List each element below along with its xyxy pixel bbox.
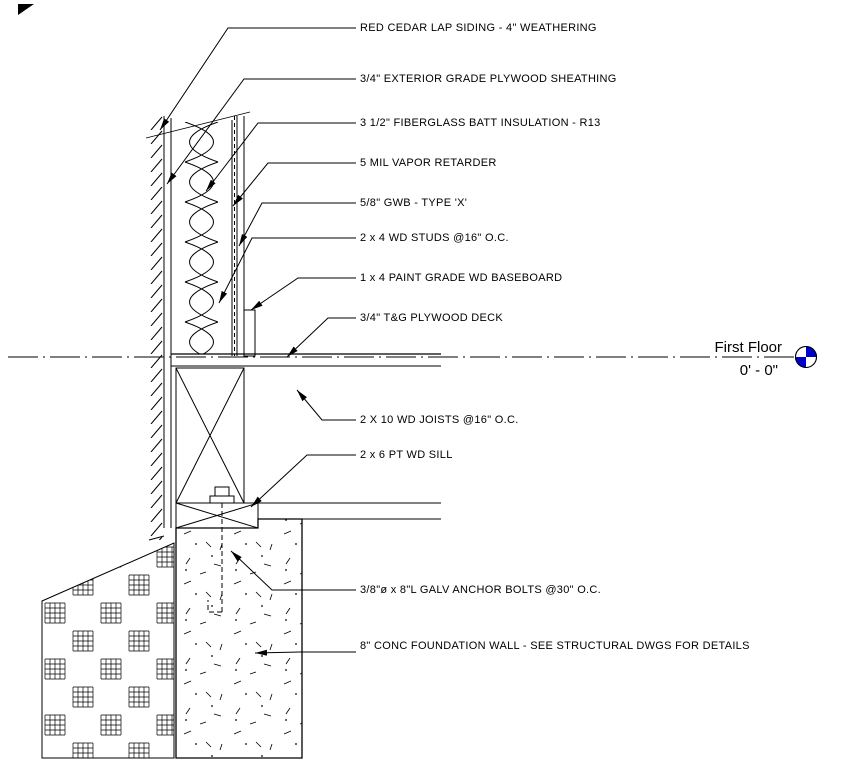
leader-vapor-retarder [232, 162, 356, 207]
annotation-sheathing: 3/4" EXTERIOR GRADE PLYWOOD SHEATHING [360, 73, 617, 85]
foundation-wall [175, 518, 303, 759]
level-elevation: 0' - 0" [739, 362, 778, 379]
leader-sill [250, 454, 356, 508]
insulation-batt [171, 120, 233, 356]
rim-joist-x [175, 367, 245, 504]
level-name: First Floor [714, 339, 783, 356]
annotation-gwb: 5/8" GWB - TYPE 'X' [360, 197, 468, 209]
leader-gwb [238, 202, 356, 247]
sill-plate-x [175, 502, 259, 529]
leader-baseboard [250, 277, 356, 311]
anchor-bolt-symbol [207, 486, 235, 613]
floor-deck-lines [171, 353, 441, 367]
leader-studs [218, 237, 356, 304]
baseboard-outline [243, 309, 256, 357]
extension-lines [258, 502, 441, 520]
annotation-siding: RED CEDAR LAP SIDING - 4" WEATHERING [360, 22, 597, 34]
annotation-studs: 2 x 4 WD STUDS @16" O.C. [360, 232, 509, 244]
leader-joists [296, 389, 356, 421]
leader-siding [159, 27, 356, 131]
lap-siding-hatch [148, 116, 165, 541]
leader-insulation [205, 122, 356, 192]
top-break-line [145, 111, 251, 139]
annotation-vapor-retarder: 5 MIL VAPOR RETARDER [360, 157, 497, 169]
corner-break-mark [18, 4, 34, 15]
leader-anchor-bolts [230, 550, 356, 591]
leader-deck [286, 317, 356, 358]
annotation-sill: 2 x 6 PT WD SILL [360, 449, 453, 461]
earth-hatch [41, 542, 175, 759]
annotation-joists: 2 X 10 WD JOISTS @16" O.C. [360, 414, 519, 426]
level-marker-icon [795, 346, 817, 368]
leader-foundation [254, 649, 356, 656]
annotation-anchor-bolts: 3/8"ø x 8"L GALV ANCHOR BOLTS @30" O.C. [360, 584, 602, 596]
leader-sheathing [166, 78, 356, 185]
annotation-deck: 3/4" T&G PLYWOOD DECK [360, 312, 504, 324]
gwb-lines [236, 116, 245, 356]
annotation-baseboard: 1 x 4 PAINT GRADE WD BASEBOARD [360, 272, 563, 284]
annotation-insulation: 3 1/2" FIBERGLASS BATT INSULATION - R13 [360, 117, 601, 129]
annotation-foundation: 8" CONC FOUNDATION WALL - SEE STRUCTURAL… [360, 640, 750, 652]
